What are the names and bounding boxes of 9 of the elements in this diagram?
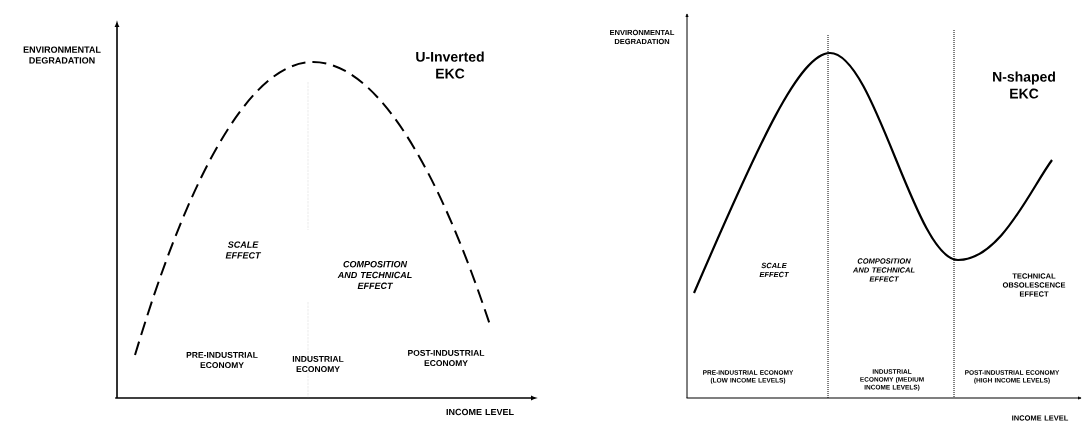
chart-title: N-shaped EKC (993, 71, 1055, 99)
economy-label: PRE-INDUSTRIAL ECONOMY (186, 351, 258, 369)
axis-label: INCOME LEVEL (446, 408, 514, 416)
chart-title: U-Inverted EKC (416, 51, 484, 79)
region-label: SCALE EFFECT (225, 241, 262, 259)
economy-label: POST-INDUSTRIAL ECONOMY (408, 349, 485, 367)
economy-label: INDUSTRIAL ECONOMY (292, 355, 344, 373)
axis-label: ENVIRONMENTAL DEGRADATION (23, 46, 101, 64)
region-label: COMPOSITION AND TECHNICAL EFFECT (337, 261, 412, 289)
